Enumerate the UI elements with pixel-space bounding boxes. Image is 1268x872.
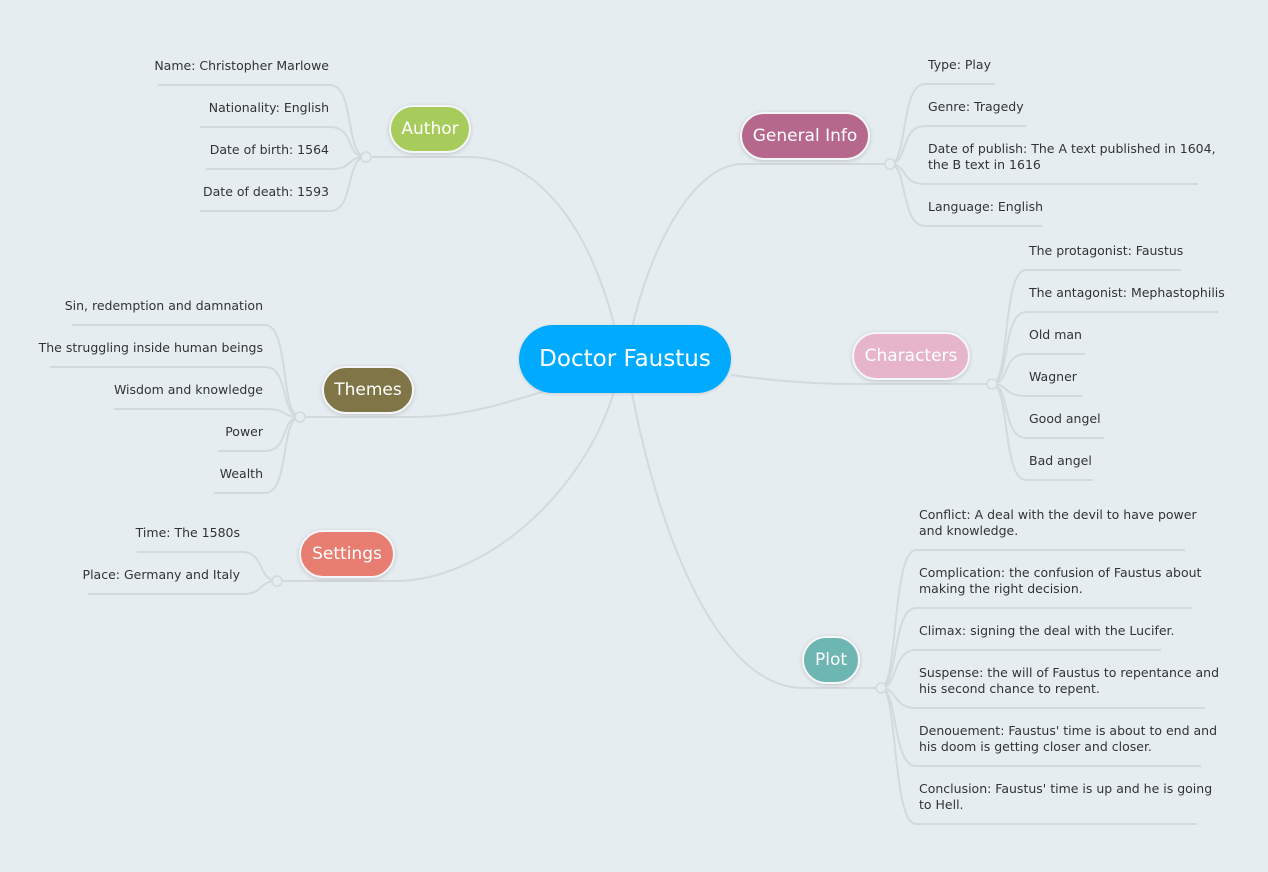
branch-settings-label: Settings bbox=[312, 544, 382, 564]
branch-plot[interactable]: Plot bbox=[802, 636, 860, 684]
branch-characters-label: Characters bbox=[864, 346, 958, 366]
plot-leaf-suspense-line1: Suspense: the will of Faustus to repenta… bbox=[919, 665, 1220, 680]
plot-leaf-complication-line1: Complication: the confusion of Faustus a… bbox=[919, 565, 1202, 580]
plot-leaf-complication[interactable]: Complication: the confusion of Faustus a… bbox=[919, 565, 1201, 597]
plot-leaf-conclusion[interactable]: Conclusion: Faustus' time is up and he i… bbox=[919, 781, 1212, 813]
plot-leaf-suspense-line2: his second chance to repent. bbox=[919, 681, 1100, 696]
themes-junction-icon bbox=[294, 411, 306, 423]
general-leaf-publish-line1: Date of publish: The A text published in… bbox=[928, 141, 1216, 156]
link-root-general bbox=[631, 163, 890, 329]
plot-leaf-climax[interactable]: Climax: signing the deal with the Lucife… bbox=[919, 623, 1175, 638]
link-root-characters bbox=[730, 374, 992, 385]
link-root-author bbox=[366, 156, 616, 329]
author-leaf-name[interactable]: Name: Christopher Marlowe bbox=[154, 58, 329, 73]
plot-leaf-denouement[interactable]: Denouement: Faustus' time is about to en… bbox=[919, 723, 1217, 755]
plot-leaf-conclusion-line1: Conclusion: Faustus' time is up and he i… bbox=[919, 781, 1213, 796]
characters-junction-icon bbox=[986, 378, 998, 390]
plot-leaf-conflict-line2: and knowledge. bbox=[919, 523, 1019, 538]
themes-leaf-power[interactable]: Power bbox=[225, 424, 263, 439]
general-leaf-publish[interactable]: Date of publish: The A text published in… bbox=[928, 141, 1216, 173]
plot-leaf-denouement-line2: his doom is getting closer and closer. bbox=[919, 739, 1152, 754]
characters-leaf-good-angel[interactable]: Good angel bbox=[1029, 411, 1101, 426]
settings-leaf-place[interactable]: Place: Germany and Italy bbox=[82, 567, 240, 582]
author-leaf-death[interactable]: Date of death: 1593 bbox=[203, 184, 329, 199]
general-leaf-type[interactable]: Type: Play bbox=[928, 57, 991, 72]
link-root-themes bbox=[300, 389, 549, 418]
characters-leaf-bad-angel[interactable]: Bad angel bbox=[1029, 453, 1092, 468]
branch-author[interactable]: Author bbox=[389, 105, 471, 153]
branch-general-info-label: General Info bbox=[752, 126, 858, 146]
root-node[interactable]: Doctor Faustus bbox=[519, 325, 731, 393]
link-root-settings bbox=[277, 391, 615, 582]
root-label: Doctor Faustus bbox=[539, 346, 711, 372]
characters-leaf-old-man[interactable]: Old man bbox=[1029, 327, 1082, 342]
general-leaf-language[interactable]: Language: English bbox=[928, 199, 1044, 214]
settings-junction-icon bbox=[271, 575, 283, 587]
plot-leaf-conflict-line1: Conflict: A deal with the devil to have … bbox=[919, 507, 1197, 522]
themes-leaf-wealth[interactable]: Wealth bbox=[219, 466, 263, 481]
plot-leaf-conflict[interactable]: Conflict: A deal with the devil to have … bbox=[919, 507, 1197, 539]
branch-author-label: Author bbox=[401, 119, 459, 139]
branch-characters[interactable]: Characters bbox=[852, 332, 970, 380]
general-junction-icon bbox=[884, 158, 896, 170]
characters-leaf-antagonist[interactable]: The antagonist: Mephastophilis bbox=[1029, 285, 1225, 300]
branch-general-info[interactable]: General Info bbox=[740, 112, 870, 160]
branch-themes-label: Themes bbox=[334, 380, 402, 400]
general-leaf-publish-line2: the B text in 1616 bbox=[928, 157, 1041, 172]
author-leaf-birth[interactable]: Date of birth: 1564 bbox=[209, 142, 329, 157]
characters-leaf-protagonist[interactable]: The protagonist: Faustus bbox=[1029, 243, 1184, 258]
themes-leaf-wisdom[interactable]: Wisdom and knowledge bbox=[113, 382, 263, 397]
general-leaf-genre[interactable]: Genre: Tragedy bbox=[928, 99, 1024, 114]
plot-junction-icon bbox=[875, 682, 887, 694]
plot-leaf-suspense[interactable]: Suspense: the will of Faustus to repenta… bbox=[919, 665, 1219, 697]
branch-plot-label: Plot bbox=[814, 650, 848, 670]
characters-leaf-wagner[interactable]: Wagner bbox=[1029, 369, 1077, 384]
link-root-plot bbox=[631, 392, 881, 689]
plot-leaf-denouement-line1: Denouement: Faustus' time is about to en… bbox=[919, 723, 1218, 738]
themes-leaf-struggling[interactable]: The struggling inside human beings bbox=[38, 340, 263, 355]
plot-leaf-complication-line2: making the right decision. bbox=[919, 581, 1083, 596]
settings-leaf-time[interactable]: Time: The 1580s bbox=[135, 525, 240, 540]
themes-leaf-sin[interactable]: Sin, redemption and damnation bbox=[64, 298, 263, 313]
plot-leaf-conclusion-line2: to Hell. bbox=[919, 797, 964, 812]
branch-settings[interactable]: Settings bbox=[299, 530, 395, 578]
author-leaf-nationality[interactable]: Nationality: English bbox=[208, 100, 329, 115]
branch-themes[interactable]: Themes bbox=[322, 366, 414, 414]
author-junction-icon bbox=[360, 151, 372, 163]
